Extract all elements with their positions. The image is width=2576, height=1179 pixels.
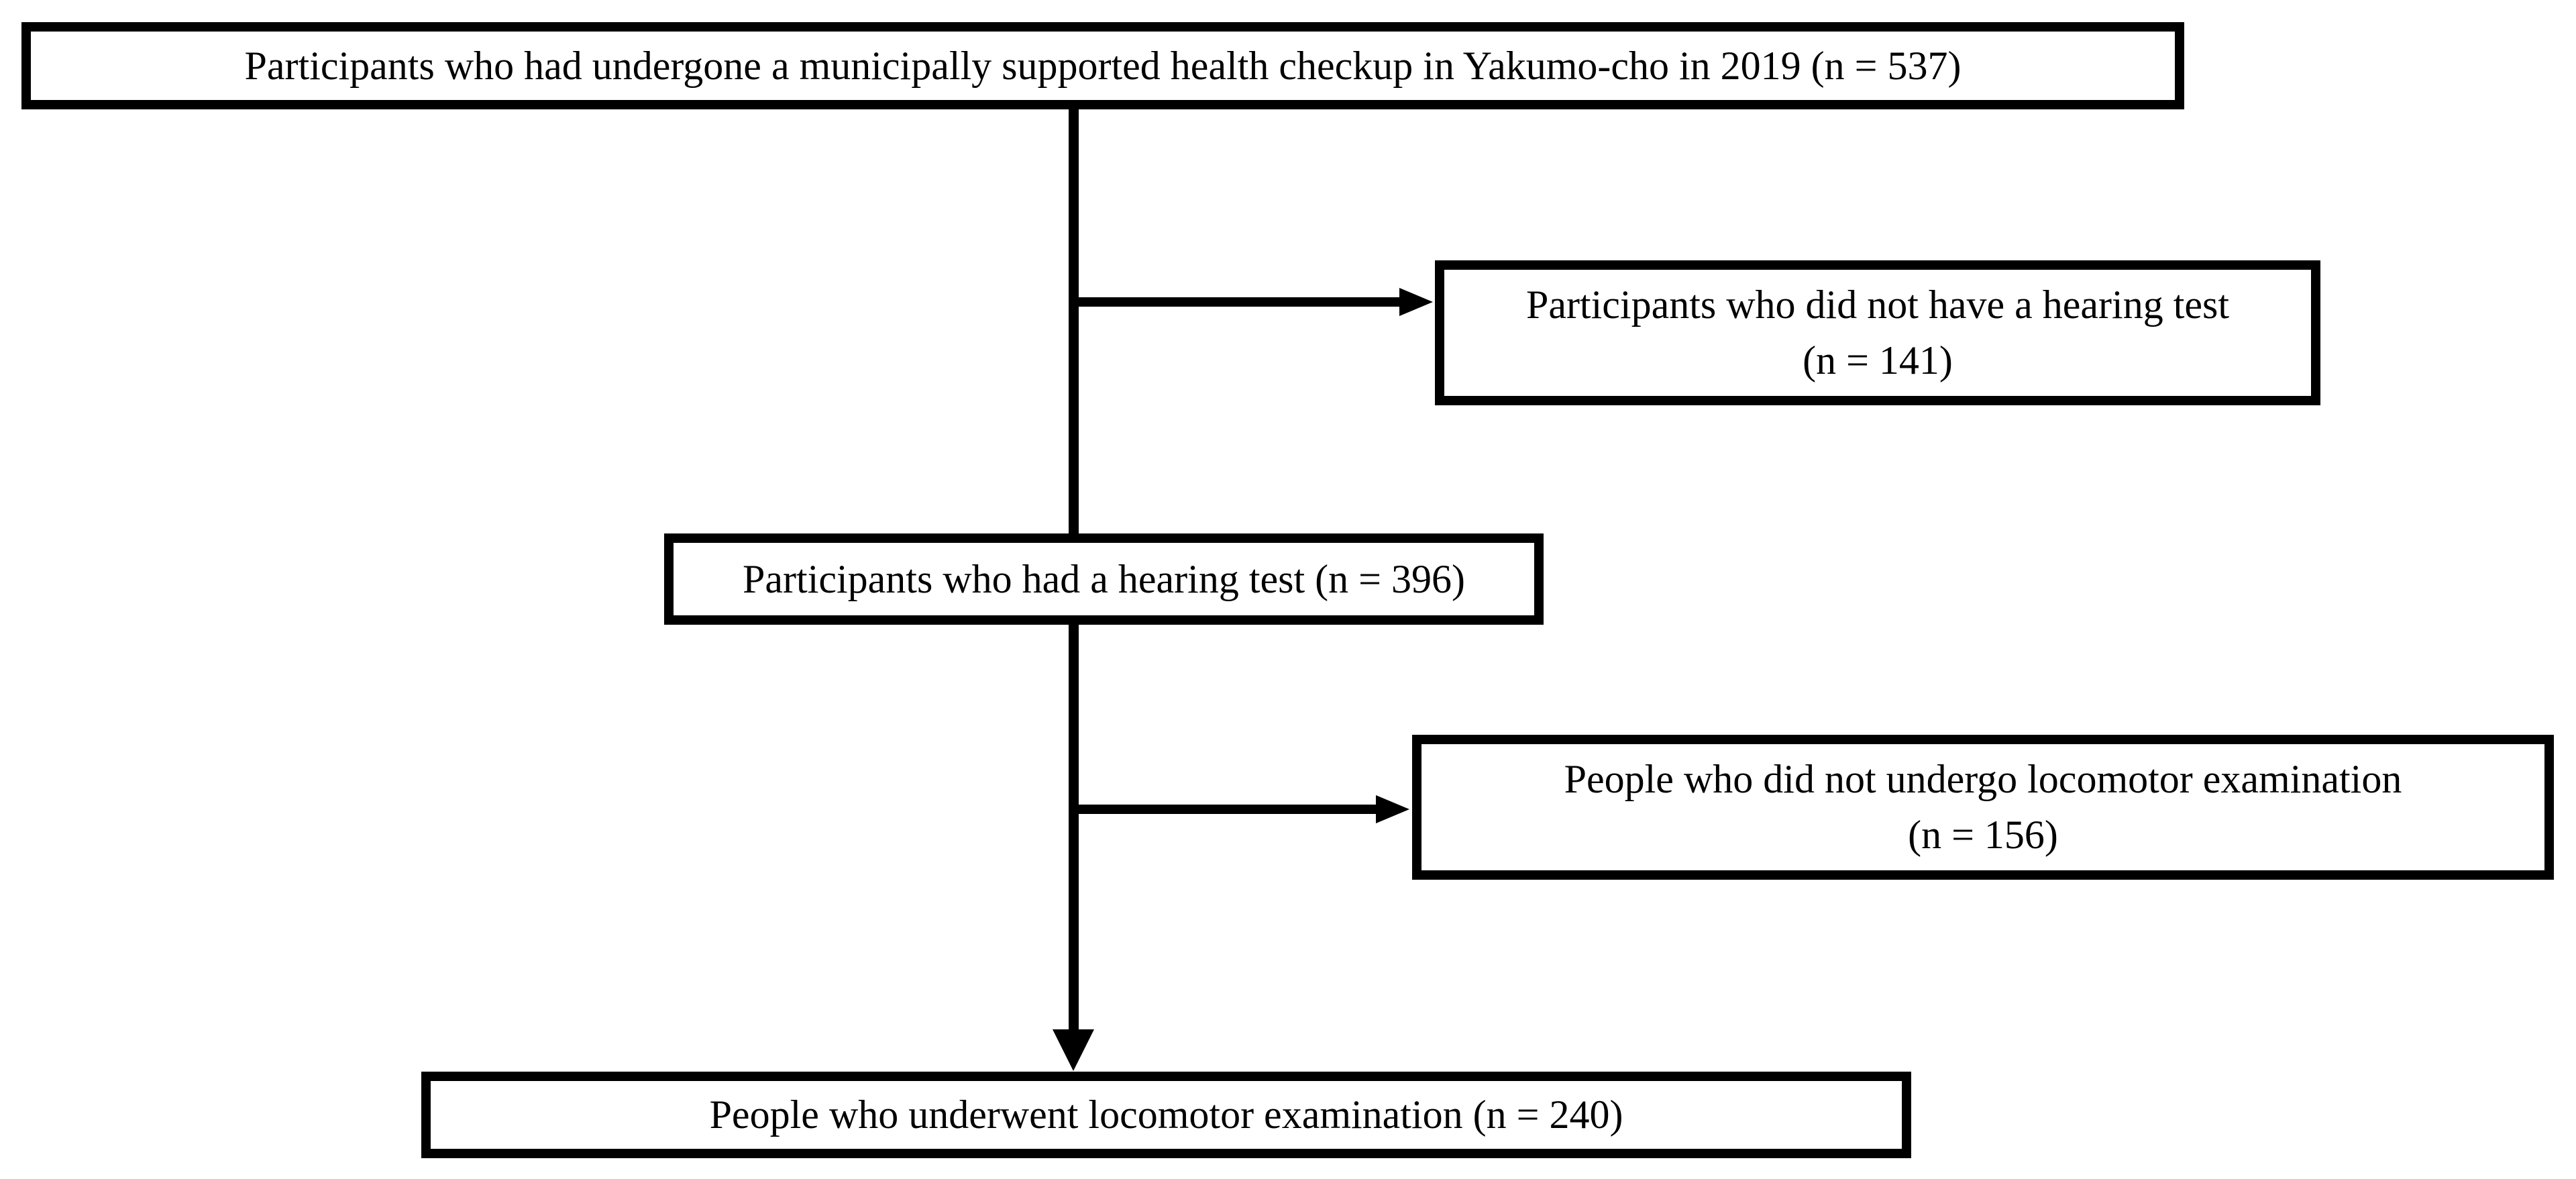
node-hearing-test: Participants who had a hearing test (n =… (664, 533, 1544, 625)
node-no-locomotor-exam-label-line1: People who did not undergo locomotor exa… (1564, 757, 2402, 802)
node-locomotor-exam: People who underwent locomotor examinati… (421, 1072, 1911, 1158)
node-health-checkup-participants-label: Participants who had undergone a municip… (244, 43, 1962, 88)
connector-vertical-bottom (1069, 623, 1079, 1033)
branch-arrow-no-hearing-shaft (1073, 297, 1402, 307)
branch-arrow-no-locomotor-shaft (1073, 805, 1379, 814)
node-locomotor-exam-label: People who underwent locomotor examinati… (709, 1092, 1623, 1137)
node-no-hearing-test-label-line1: Participants who did not have a hearing … (1525, 283, 2230, 327)
node-no-locomotor-exam-label-line2: (n = 156) (1908, 813, 2058, 857)
arrow-right-icon (1399, 288, 1433, 316)
arrow-down-icon (1053, 1029, 1094, 1071)
arrow-right-icon (1376, 795, 1409, 823)
connector-vertical-top (1069, 108, 1079, 535)
node-hearing-test-label: Participants who had a hearing test (n =… (743, 556, 1465, 601)
node-no-hearing-test-label-line2: (n = 141) (1803, 338, 1953, 382)
node-no-hearing-test: Participants who did not have a hearing … (1435, 260, 2320, 405)
node-health-checkup-participants: Participants who had undergone a municip… (21, 22, 2184, 109)
node-no-locomotor-exam: People who did not undergo locomotor exa… (1412, 735, 2554, 880)
